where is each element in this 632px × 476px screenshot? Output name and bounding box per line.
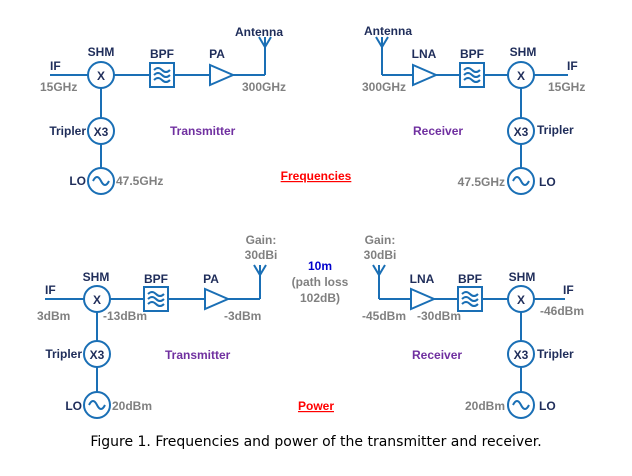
section-label: Receiver [413, 124, 463, 138]
mixer-symbol [507, 61, 535, 89]
antenna-out-value: -45dBm [362, 309, 406, 323]
if-value: -46dBm [540, 304, 584, 318]
if-label: IF [50, 59, 61, 73]
antenna-label: Antenna [364, 24, 412, 38]
pa-label: PA [203, 272, 219, 286]
if-value: 15GHz [548, 80, 585, 94]
tripler-x3: X3 [514, 125, 529, 139]
lo-label: LO [539, 399, 556, 413]
pa-out-value: -3dBm [224, 309, 261, 323]
if-label: IF [563, 283, 574, 297]
antenna-gain-line1: Gain: [365, 233, 396, 247]
if-label: IF [567, 59, 578, 73]
lna-out-value: -30dBm [417, 309, 461, 323]
antenna-value: 300GHz [362, 80, 406, 94]
freq-transmitter: X X3 IF 15GHz SHM BPF PA Antenna 300GHz … [40, 25, 286, 195]
freq-receiver: X X3 Antenna 300GHz LNA BPF SHM IF 15GHz… [362, 24, 585, 195]
lo-value: 47.5GHz [116, 174, 163, 188]
tripler-x3: X3 [90, 348, 105, 362]
mixer-x: X [97, 69, 105, 83]
antenna-label: Antenna [235, 25, 283, 39]
bpf-label: BPF [150, 47, 174, 61]
mixer-label: SHM [83, 270, 110, 284]
sine-wave-icon [88, 400, 106, 410]
path-loss-line1: (path loss [292, 275, 349, 289]
lna-triangle-icon [412, 63, 439, 87]
mixer-symbol [507, 285, 535, 313]
mixer-x: X [517, 69, 525, 83]
mixer-label: SHM [509, 270, 536, 284]
bpf-wave-icon [461, 291, 479, 307]
power-transmitter: X X3 IF 3dBm SHM -13dBm BPF PA -3dBm Gai… [37, 233, 278, 419]
antenna-value: 300GHz [242, 80, 286, 94]
tripler-x3: X3 [94, 125, 109, 139]
antenna-gain-line2: 30dBi [245, 248, 278, 262]
path-loss-line2: 102dB) [300, 291, 340, 305]
section-label: Transmitter [170, 124, 236, 138]
tripler-symbol [83, 340, 111, 368]
bpf-label: BPF [144, 272, 168, 286]
lo-value: 20dBm [465, 399, 505, 413]
bpf-wave-icon [153, 67, 171, 83]
tripler-symbol [507, 340, 535, 368]
antenna-gain-line2: 30dBi [364, 248, 397, 262]
lo-value: 47.5GHz [458, 175, 505, 189]
link-distance: 10m [308, 259, 332, 273]
pa-triangle-icon [209, 63, 236, 87]
lna-label: LNA [410, 272, 435, 286]
mixer-out-value: -13dBm [103, 309, 147, 323]
tripler-x3: X3 [514, 348, 529, 362]
mixer-x: X [517, 293, 525, 307]
mixer-symbol [87, 61, 115, 89]
antenna-icon [253, 264, 267, 277]
mixer-symbol [83, 285, 111, 313]
tripler-symbol [507, 117, 535, 145]
power-title: Power [298, 399, 334, 413]
link-budget: 10m (path loss 102dB) [292, 259, 349, 305]
tripler-label: Tripler [537, 347, 574, 361]
antenna-icon [372, 264, 386, 277]
pa-label: PA [209, 47, 225, 61]
lna-label: LNA [412, 47, 437, 61]
lo-label: LO [539, 175, 556, 189]
tripler-label: Tripler [537, 123, 574, 137]
mixer-label: SHM [510, 45, 537, 59]
lo-value: 20dBm [112, 399, 152, 413]
bpf-wave-icon [147, 291, 165, 307]
if-value: 3dBm [37, 309, 70, 323]
sine-wave-icon [92, 176, 110, 186]
section-label: Receiver [412, 348, 462, 362]
lna-triangle-icon [410, 287, 437, 311]
lo-label: LO [65, 399, 82, 413]
pa-triangle-icon [204, 287, 231, 311]
power-receiver: X X3 Gain: 30dBi -45dBm LNA -30dBm BPF S… [362, 233, 584, 419]
antenna-gain-line1: Gain: [246, 233, 277, 247]
lo-label: LO [69, 174, 86, 188]
section-label: Transmitter [165, 348, 231, 362]
bpf-label: BPF [460, 47, 484, 61]
sine-wave-icon [512, 400, 530, 410]
figure-caption: Figure 1. Frequencies and power of the t… [90, 434, 542, 450]
tripler-label: Tripler [45, 347, 82, 361]
antenna-icon [375, 36, 389, 49]
antenna-icon [258, 36, 272, 49]
bpf-wave-icon [463, 67, 481, 83]
tripler-symbol [87, 117, 115, 145]
mixer-x: X [93, 293, 101, 307]
bpf-label: BPF [458, 272, 482, 286]
if-value: 15GHz [40, 80, 77, 94]
sine-wave-icon [512, 176, 530, 186]
if-label: IF [45, 283, 56, 297]
tripler-label: Tripler [49, 124, 86, 138]
mixer-label: SHM [88, 45, 115, 59]
frequencies-title: Frequencies [281, 169, 352, 183]
